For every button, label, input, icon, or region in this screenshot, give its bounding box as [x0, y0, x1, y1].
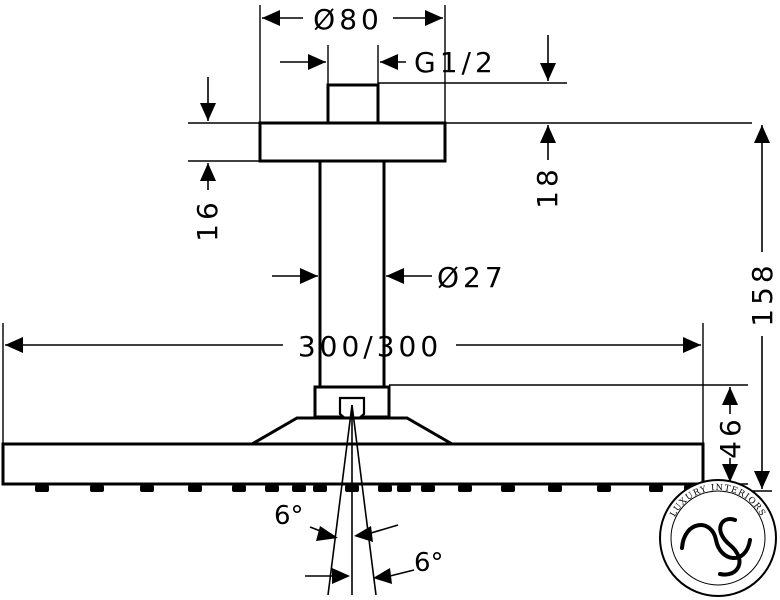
spray-nozzle [597, 485, 611, 492]
arrow [754, 125, 770, 143]
arrow [380, 54, 398, 70]
spray-nozzle [265, 485, 279, 492]
dimension-flange-offset: 18 [378, 35, 752, 209]
angle-upper-label: 6° [274, 501, 304, 531]
spray-nozzle [292, 485, 306, 492]
arrow [425, 10, 443, 26]
arrow [722, 387, 738, 405]
arrow [354, 526, 373, 542]
spray-nozzle [140, 485, 154, 492]
arrow [308, 54, 326, 70]
arrow [386, 268, 404, 284]
spray-nozzle [458, 485, 472, 492]
dimension-flange-height: 16 [188, 77, 260, 242]
watermark-monogram [680, 517, 752, 577]
thread-connector [326, 83, 380, 125]
dimension-head-height: 46 [389, 384, 748, 485]
arrow [722, 464, 738, 482]
total-height-label: 158 [746, 261, 779, 326]
spray-nozzle [421, 485, 435, 492]
ceiling-flange [258, 121, 447, 163]
spray-nozzle [397, 485, 411, 492]
spray-nozzle [232, 485, 246, 492]
shower-assembly [1, 83, 705, 492]
dimension-outer-diameter: Ø80 [259, 3, 446, 123]
brand-watermark: LUXURY INTERIORS [659, 479, 777, 597]
arrow [754, 471, 770, 489]
arrow [200, 103, 216, 121]
head-height-label: 46 [714, 415, 747, 459]
spray-nozzles [35, 485, 698, 492]
spray-nozzle [649, 485, 663, 492]
dimension-head-size: 300/300 [2, 323, 704, 444]
spray-nozzle [313, 485, 327, 492]
arrow [200, 163, 216, 181]
arrow [300, 268, 318, 284]
spray-nozzle [188, 485, 202, 492]
arrow [5, 337, 23, 353]
arm-diameter-label: Ø27 [437, 261, 507, 294]
spray-nozzle [90, 485, 104, 492]
shower-head [1, 442, 705, 486]
shower-arm [318, 159, 386, 389]
flange-offset-label: 18 [531, 165, 564, 209]
arrow [540, 63, 556, 81]
outer-diameter-label: Ø80 [313, 3, 383, 36]
dimension-thread: G1/2 [280, 45, 497, 85]
arrow [683, 337, 701, 353]
spray-nozzle [378, 485, 392, 492]
dimension-arm-diameter: Ø27 [272, 261, 507, 294]
spray-nozzle [35, 485, 49, 492]
flange-height-label: 16 [191, 198, 224, 242]
thread-label: G1/2 [414, 46, 497, 79]
arrow [332, 568, 350, 584]
arrow [316, 526, 338, 541]
head-size-label: 300/300 [298, 330, 442, 363]
dimension-total-height: 158 [703, 125, 779, 492]
arrow [262, 10, 280, 26]
spray-nozzle [501, 485, 515, 492]
arrow [540, 125, 556, 143]
dimension-tilt-angle: 6° 6° [274, 404, 444, 596]
angle-lower-label: 6° [414, 548, 444, 578]
spray-nozzle [548, 485, 562, 492]
arrow [373, 568, 392, 584]
